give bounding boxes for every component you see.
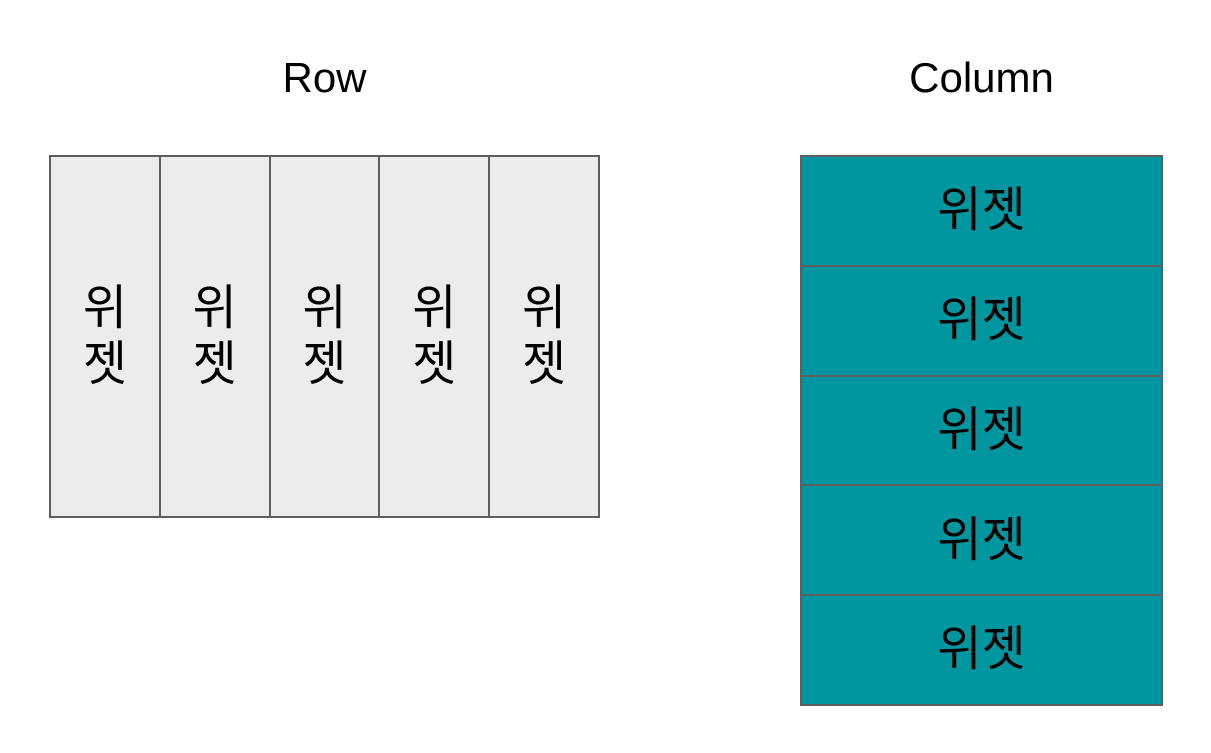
row-widget-cell: 위 젯 (380, 157, 491, 516)
column-widget-cell: 위젯 (802, 266, 1161, 377)
row-widget-cell: 위 젯 (490, 157, 598, 516)
column-widgets-container: 위젯 위젯 위젯 위젯 위젯 (800, 155, 1163, 706)
row-widget-cell: 위 젯 (270, 157, 381, 516)
column-widget-label: 위젯 (937, 513, 1026, 567)
row-widget-label: 위 젯 (302, 282, 347, 391)
column-widget-cell: 위젯 (802, 486, 1161, 597)
row-widget-cell: 위 젯 (160, 157, 271, 516)
row-widget-cell: 위 젯 (51, 157, 161, 516)
column-section-title: Column (909, 54, 1054, 101)
column-widget-cell: 위젯 (802, 376, 1161, 487)
row-section-title: Row (282, 54, 367, 101)
column-widget-label: 위젯 (937, 403, 1026, 457)
row-widgets-container: 위 젯 위 젯 위 젯 위 젯 위 젯 (49, 155, 600, 518)
row-widget-label: 위 젯 (412, 282, 457, 391)
column-widget-label: 위젯 (937, 623, 1026, 677)
column-widget-label: 위젯 (937, 184, 1026, 238)
row-widget-label: 위 젯 (192, 282, 237, 391)
column-widget-cell: 위젯 (802, 596, 1161, 704)
column-widget-cell: 위젯 (802, 157, 1161, 267)
row-widget-label: 위 젯 (82, 282, 127, 391)
row-widget-label: 위 젯 (522, 282, 567, 391)
column-widget-label: 위젯 (937, 294, 1026, 348)
